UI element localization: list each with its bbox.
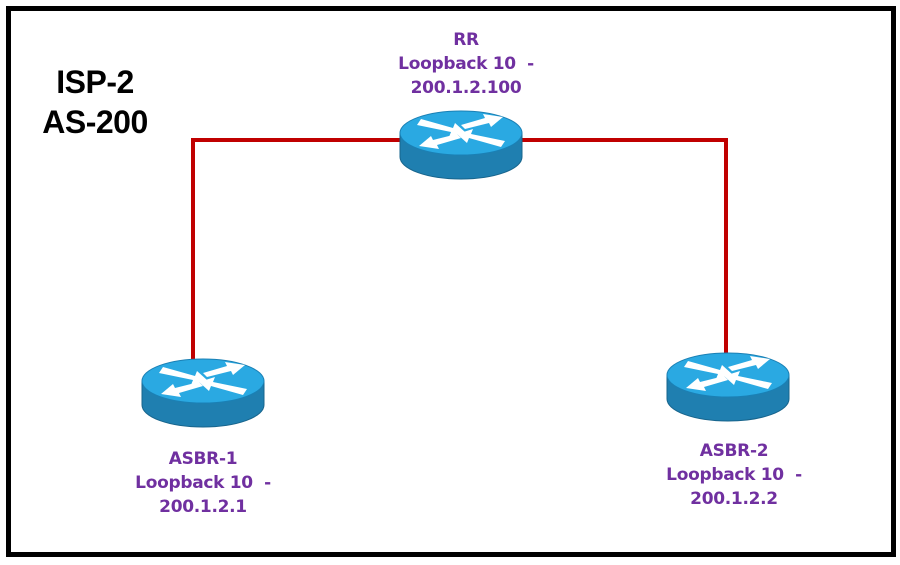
link-rr-asbr2 [522,138,728,365]
diagram-frame [6,6,896,557]
node-name: ASBR-2 [699,441,769,461]
node-ip: 200.1.2.100 [410,78,522,98]
link-rr-asbr1 [191,138,400,372]
node-ip: 200.1.2.1 [159,497,247,517]
node-ip: 200.1.2.2 [690,489,778,509]
router-icon-asbr2[interactable] [666,352,790,422]
node-loopback: Loopback 10 - [666,465,802,485]
as-label: AS-200 [42,104,148,140]
node-name: ASBR-1 [168,449,238,469]
isp-label: ISP-2 [56,64,134,100]
network-title: ISP-2 AS-200 [20,62,170,142]
node-label-asbr1: ASBR-1 Loopback 10 - 200.1.2.1 [103,447,303,519]
router-icon-rr[interactable] [399,110,523,180]
node-loopback: Loopback 10 - [135,473,271,493]
node-name: RR [453,30,479,50]
node-label-rr: RR Loopback 10 - 200.1.2.100 [366,28,566,100]
router-icon-asbr1[interactable] [141,358,265,428]
node-loopback: Loopback 10 - [398,54,534,74]
node-label-asbr2: ASBR-2 Loopback 10 - 200.1.2.2 [634,439,834,511]
